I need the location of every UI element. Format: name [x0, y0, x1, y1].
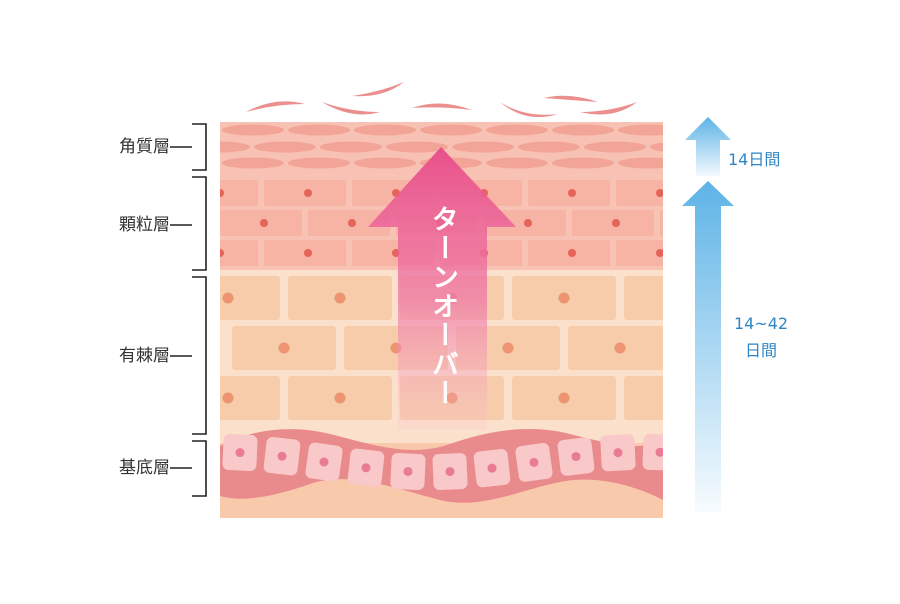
- granular-cell: [220, 180, 258, 206]
- corneum-cell: [486, 124, 548, 136]
- cell-nucleus: [220, 249, 224, 257]
- shedding-flakes: [246, 82, 637, 118]
- granular-cell: [220, 240, 258, 266]
- corneum-cell: [584, 141, 646, 153]
- flake: [412, 103, 472, 110]
- cell-nucleus: [361, 463, 371, 473]
- corneum-cell: [288, 157, 350, 169]
- bracket-granular: [170, 176, 207, 271]
- corneum-cell: [220, 141, 250, 153]
- turnover-label: ターンオーバー: [427, 205, 458, 408]
- cell-nucleus: [220, 189, 224, 197]
- corneum-cell: [618, 124, 663, 136]
- duration-inner-line2: 日間: [744, 341, 777, 360]
- cell-nucleus: [334, 392, 346, 404]
- cell-nucleus: [656, 249, 663, 257]
- spinous-cell: [624, 276, 663, 320]
- cell-nucleus: [568, 189, 576, 197]
- corneum-cell: [320, 141, 382, 153]
- bracket-basal: [170, 440, 207, 497]
- corneum-cell: [354, 157, 416, 169]
- cell-nucleus: [671, 293, 682, 304]
- cell-nucleus: [445, 467, 455, 477]
- cell-nucleus: [613, 448, 623, 458]
- granular-cell: [616, 240, 663, 266]
- cell-nucleus: [656, 189, 663, 197]
- spinous-cell: [220, 376, 280, 420]
- corneum-cell: [618, 157, 663, 169]
- cell-nucleus: [304, 249, 312, 257]
- label-stratum-spinosum: 有棘層: [119, 346, 170, 366]
- corneum-cell: [254, 141, 316, 153]
- bracket-corneum: [170, 123, 207, 171]
- cell-nucleus: [558, 292, 570, 304]
- cell-nucleus: [612, 219, 620, 227]
- corneum-cell: [486, 157, 548, 169]
- granular-cell: [660, 210, 663, 236]
- cell-nucleus: [403, 466, 413, 476]
- flake: [500, 102, 558, 118]
- corneum-cell: [518, 141, 580, 153]
- cell-nucleus: [222, 392, 234, 404]
- corneum-cell: [650, 142, 663, 152]
- cell-nucleus: [524, 219, 532, 227]
- bracket-spinous: [170, 276, 207, 435]
- cell-nucleus: [334, 292, 346, 304]
- flake: [544, 95, 598, 102]
- corneum-cell: [552, 124, 614, 136]
- flake: [352, 82, 404, 97]
- flake: [322, 102, 380, 115]
- spinous-cell: [220, 276, 280, 320]
- corneum-cell: [156, 125, 218, 136]
- label-stratum-basale: 基底層: [119, 458, 170, 478]
- corneum-cell: [420, 124, 482, 136]
- cell-nucleus: [277, 451, 287, 461]
- corneum-cell: [288, 124, 350, 136]
- cell-nucleus: [260, 219, 268, 227]
- cell-nucleus: [571, 452, 581, 462]
- cell-nucleus: [278, 342, 290, 354]
- cell-nucleus: [487, 463, 497, 473]
- flake: [580, 102, 637, 115]
- cell-nucleus: [502, 342, 514, 354]
- label-stratum-granulosum: 顆粒層: [119, 215, 170, 235]
- cell-nucleus: [655, 447, 663, 457]
- corneum-cell: [552, 157, 614, 169]
- duration-corneum: 14日間: [728, 150, 781, 169]
- cell-nucleus: [319, 457, 329, 467]
- cell-nucleus: [235, 448, 245, 458]
- corneum-cell: [222, 157, 284, 169]
- corneum-cell: [452, 141, 514, 153]
- corneum-cell: [156, 158, 218, 169]
- duration-arrow-inner: [682, 181, 734, 512]
- cell-nucleus: [558, 392, 570, 404]
- basal-cells: [222, 433, 663, 491]
- cell-nucleus: [568, 249, 576, 257]
- cell-nucleus: [671, 393, 682, 404]
- flake: [246, 101, 305, 112]
- spinous-cell: [624, 376, 663, 420]
- cell-nucleus: [304, 189, 312, 197]
- corneum-cell: [386, 141, 448, 153]
- duration-arrow-corneum: [685, 117, 731, 176]
- cell-nucleus: [348, 219, 356, 227]
- turnover-arrow: [368, 147, 516, 430]
- cell-nucleus: [222, 292, 234, 304]
- cell-nucleus: [529, 457, 539, 467]
- corneum-cell: [354, 124, 416, 136]
- granular-cell: [616, 180, 663, 206]
- duration-inner-line1: 14~42: [733, 314, 789, 333]
- corneum-cells: [156, 124, 663, 169]
- label-stratum-corneum: 角質層: [119, 137, 170, 157]
- corneum-cell: [222, 124, 284, 136]
- cell-nucleus: [614, 342, 626, 354]
- layer-brackets: [170, 123, 207, 497]
